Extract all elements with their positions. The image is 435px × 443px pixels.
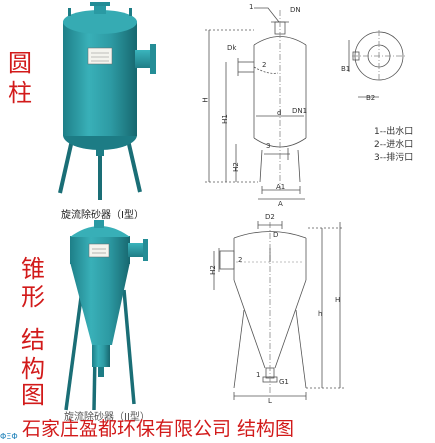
cylinder-caption: 旋流除砂器（I型） bbox=[61, 210, 144, 221]
flange-side-view bbox=[348, 30, 406, 98]
mark-g1: G1 bbox=[279, 378, 289, 386]
mark-h1: H1 bbox=[220, 114, 229, 124]
legend-item-outlet: 1--出水口 bbox=[374, 127, 414, 137]
mark-dn1: DN1 bbox=[292, 107, 308, 115]
mark-h-total: H bbox=[335, 296, 341, 304]
mark-h: H bbox=[201, 97, 210, 103]
mark-dn: DN bbox=[290, 6, 301, 14]
cone-vessel-photo bbox=[64, 220, 148, 411]
mark-h2: H2 bbox=[208, 265, 217, 275]
mark-b2: B2 bbox=[366, 94, 376, 102]
cone-technical-drawing bbox=[213, 221, 344, 400]
mark-2: 2 bbox=[262, 61, 267, 69]
cone-caption: 旋流除砂器（II型） bbox=[64, 412, 150, 423]
legend: 1--出水口 2--进水口 3--排污口 bbox=[374, 126, 413, 165]
mark-a1: A1 bbox=[276, 183, 286, 191]
mark-d2: D2 bbox=[265, 213, 275, 221]
mark-h2: H2 bbox=[231, 162, 240, 172]
cylinder-title-1: 圆 bbox=[8, 49, 32, 77]
cylinder-vessel-photo bbox=[58, 2, 156, 200]
mark-a: A bbox=[278, 200, 283, 208]
mark-h-small: h bbox=[318, 310, 323, 318]
mark-dk: Dk bbox=[227, 44, 237, 52]
legend-item-drain: 3--排污口 bbox=[374, 153, 414, 163]
cone-title-2: 形 bbox=[21, 283, 45, 311]
mark-d: D bbox=[273, 231, 279, 239]
mark-d: d bbox=[277, 109, 282, 117]
legend-item-inlet: 2--进水口 bbox=[374, 140, 414, 150]
cone-title-1: 锥 bbox=[21, 255, 45, 283]
mark-b1: B1 bbox=[341, 65, 351, 73]
mark-1: 1 bbox=[256, 371, 261, 379]
structure-title-1: 结 bbox=[21, 326, 45, 354]
mark-l: L bbox=[268, 397, 272, 405]
corner-mark: ΦΞΦ bbox=[0, 432, 18, 441]
cylinder-title-2: 柱 bbox=[8, 79, 32, 107]
cylinder-technical-drawing bbox=[205, 7, 307, 200]
mark-1: 1 bbox=[249, 3, 254, 11]
structure-title-2: 构图 bbox=[21, 355, 45, 409]
company-footer: 石家庄盈都环保有限公司 结构图 bbox=[22, 418, 295, 440]
mark-3: 3 bbox=[266, 142, 271, 150]
mark-2: 2 bbox=[238, 256, 243, 264]
